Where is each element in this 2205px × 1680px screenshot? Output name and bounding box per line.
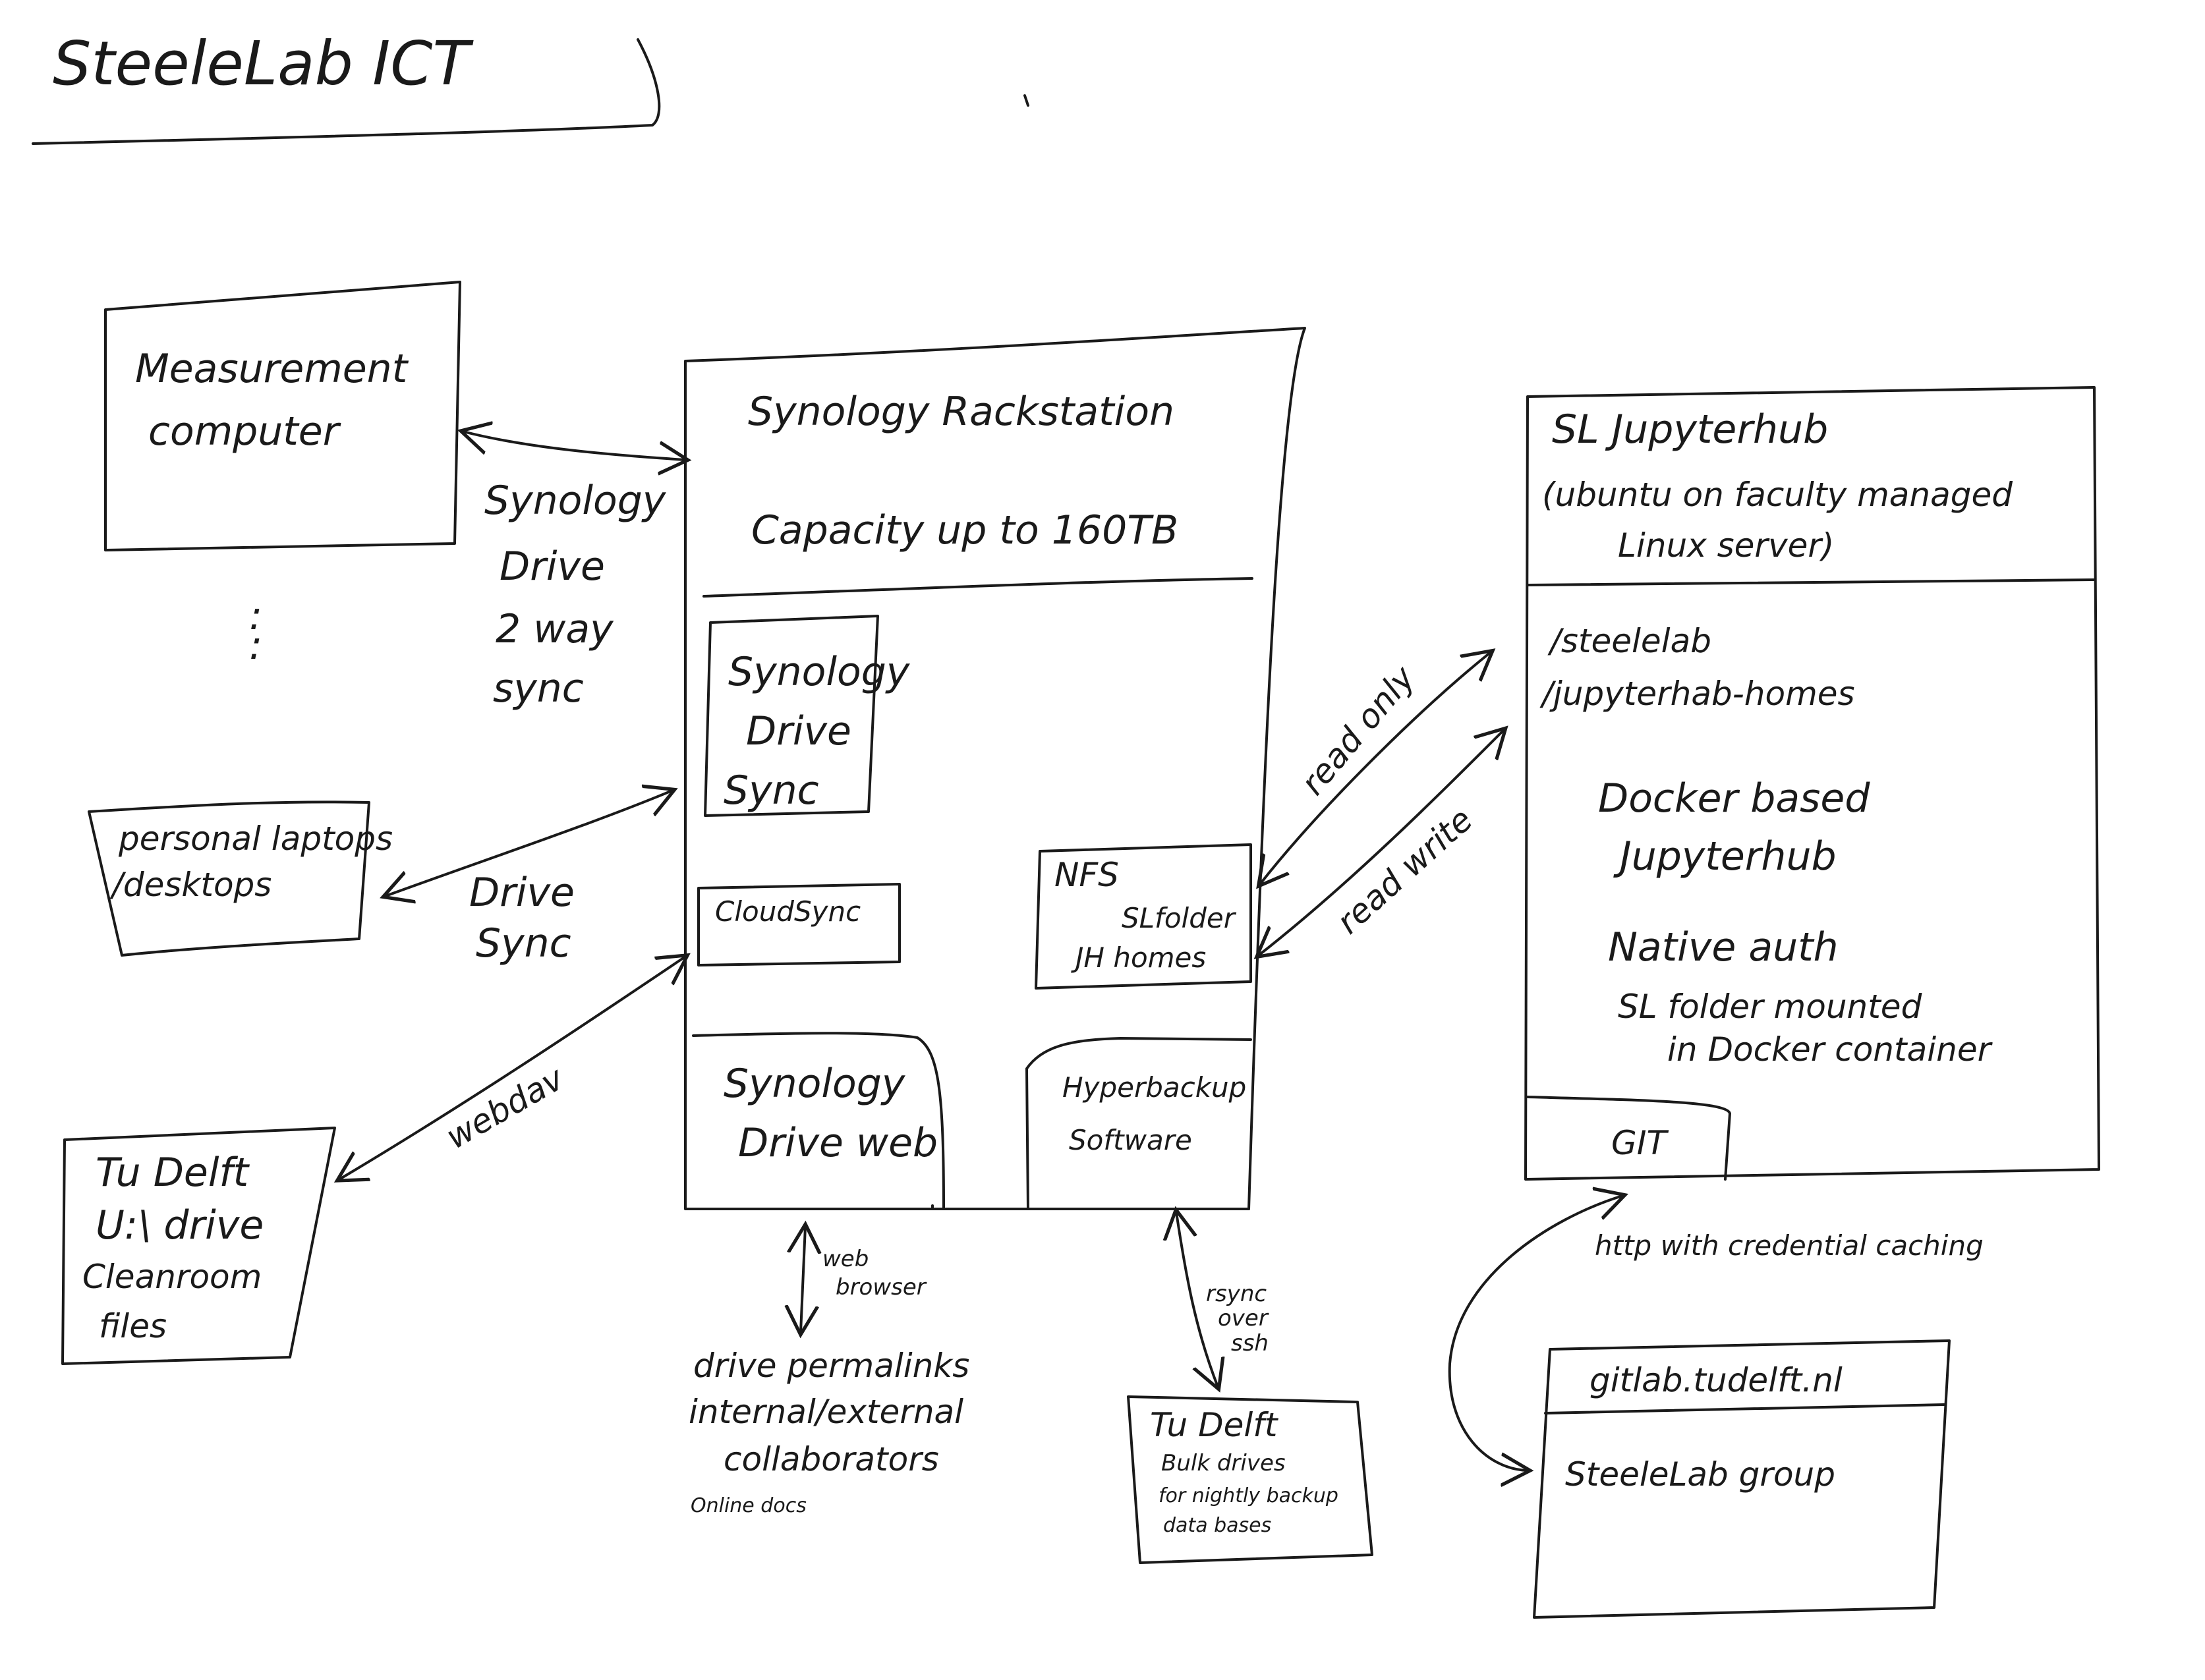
arrow-read-write <box>1259 730 1504 955</box>
permalinks-line2: internal/external <box>689 1393 963 1431</box>
permalinks-block: drive permalinks internal/external colla… <box>689 1347 969 1517</box>
measurement-computer-box: Measurement computer <box>104 281 461 551</box>
gitlab-group: SteeleLab group <box>1565 1455 1835 1494</box>
bulk-drives-line2: Bulk drives <box>1161 1450 1286 1476</box>
git-box <box>1526 1096 1731 1181</box>
jupyterhub-path1: /steelelab <box>1547 622 1711 660</box>
arrow-drive-web-browser <box>801 1227 805 1332</box>
personal-laptops-line2: /desktops <box>109 866 272 904</box>
gitlab-divider <box>1544 1403 1945 1414</box>
arrow-measurement-rackstation <box>463 432 685 460</box>
nfs-line1: NFS <box>1054 856 1119 894</box>
bulk-drives-line1: Tu Delft <box>1150 1406 1279 1444</box>
http-label: http with credential caching <box>1595 1229 1984 1262</box>
jupyterhub-title: SL Jupyterhub <box>1552 406 1828 453</box>
stray-mark <box>1023 94 1029 107</box>
drive-sync-short-line2: Sync <box>476 920 571 966</box>
drive-sync-service-box <box>704 615 879 817</box>
git-label: GIT <box>1611 1124 1669 1162</box>
web-browser-line2: browser <box>836 1274 927 1301</box>
page-title: SteeleLab ICT <box>53 28 474 99</box>
permalinks-line1: drive permalinks <box>693 1347 969 1385</box>
cloud-sync-label: CloudSync <box>715 895 861 928</box>
gitlab-title: gitlab.tudelft.nl <box>1589 1361 1843 1399</box>
u-drive-line2: U:\ drive <box>96 1202 264 1248</box>
hyper-backup-line1: Hyperbackup <box>1062 1071 1246 1104</box>
jupyterhub-subtitle2: Linux server) <box>1618 526 1834 565</box>
gitlab-box: gitlab.tudelft.nl SteeleLab group <box>1533 1339 1951 1619</box>
drive-sync-service-line1: Synology <box>728 649 911 695</box>
u-drive-line3: Cleanroom <box>82 1258 262 1296</box>
hyper-backup-box <box>1025 1037 1252 1210</box>
title-block: SteeleLab ICT <box>32 28 661 145</box>
u-drive-line4: files <box>99 1307 167 1345</box>
u-drive-line1: Tu Delft <box>96 1150 250 1196</box>
drive-sync-line4: sync <box>493 665 584 712</box>
bulk-drives-line4: data bases <box>1163 1514 1271 1537</box>
jupyterhub-mount1: SL folder mounted <box>1618 988 1922 1026</box>
tu-delft-u-drive-box: Tu Delft U:\ drive Cleanroom files <box>61 1127 336 1365</box>
arrow-hyperbackup-bulk <box>1176 1212 1218 1387</box>
drive-sync-line2: Drive <box>500 544 605 590</box>
jupyterhub-docker2: Jupyterhub <box>1613 833 1837 880</box>
web-browser-line1: web <box>822 1246 869 1272</box>
jupyterhub-mount2: in Docker container <box>1667 1030 1993 1069</box>
nfs-box <box>1035 843 1252 990</box>
rackstation-box: Synology Rackstation Capacity up to 160T… <box>684 327 1306 1210</box>
jupyterhub-subtitle1: (ubuntu on faculty managed <box>1542 476 2013 514</box>
drive-sync-short-line1: Drive <box>469 870 575 916</box>
personal-laptops-line1: personal laptops <box>118 820 393 858</box>
personal-laptops-box: personal laptops /desktops <box>88 800 393 957</box>
jupyterhub-box: SL Jupyterhub (ubuntu on faculty managed… <box>1524 386 2100 1181</box>
arrow-laptops-rackstation <box>386 791 672 896</box>
measurement-computer-line1: Measurement <box>135 346 409 392</box>
nfs-line2: SLfolder <box>1122 902 1237 934</box>
drive-web-box <box>692 1032 945 1210</box>
arrow-udrive-rackstation <box>339 957 685 1179</box>
arrow-git-gitlab <box>1448 1196 1622 1470</box>
title-underline <box>32 38 661 145</box>
drive-web-line2: Drive web <box>738 1120 938 1166</box>
webdav-label: webdav <box>440 1059 571 1157</box>
permalinks-line3: collaborators <box>724 1440 939 1478</box>
ellipsis: : <box>249 593 262 639</box>
drive-sync-label: Synology Drive 2 way sync <box>484 478 667 712</box>
ellipsis-dot: : <box>249 623 262 669</box>
nfs-line3: JH homes <box>1071 941 1206 974</box>
rsync-line1: rsync <box>1206 1281 1267 1307</box>
jupyterhub-divider <box>1526 578 2096 586</box>
jupyterhub-docker1: Docker based <box>1598 775 1870 822</box>
jupyterhub-auth: Native auth <box>1608 924 1839 970</box>
rackstation-title: Synology Rackstation <box>748 389 1174 435</box>
bulk-drives-box: Tu Delft Bulk drives for nightly backup … <box>1127 1395 1373 1564</box>
read-write-label: read write <box>1329 800 1480 941</box>
drive-sync-service-line2: Drive <box>746 708 851 754</box>
jupyterhub-path2: /jupyterhab-homes <box>1539 675 1855 713</box>
cloud-sync-box <box>697 883 901 966</box>
drive-sync-service-line3: Sync <box>724 768 819 814</box>
drive-web-line1: Synology <box>724 1061 906 1107</box>
measurement-computer-line2: computer <box>148 408 341 455</box>
hyper-backup-line2: Software <box>1069 1124 1192 1156</box>
permalinks-line4: Online docs <box>691 1494 807 1517</box>
rackstation-divider <box>702 577 1253 598</box>
rackstation-capacity: Capacity up to 160TB <box>751 507 1178 553</box>
rsync-line2: over <box>1218 1305 1269 1331</box>
drive-sync-line1: Synology <box>484 478 667 524</box>
bulk-drives-line3: for nightly backup <box>1159 1484 1338 1507</box>
drive-sync-line3: 2 way <box>496 606 614 652</box>
rsync-line3: ssh <box>1231 1330 1269 1357</box>
